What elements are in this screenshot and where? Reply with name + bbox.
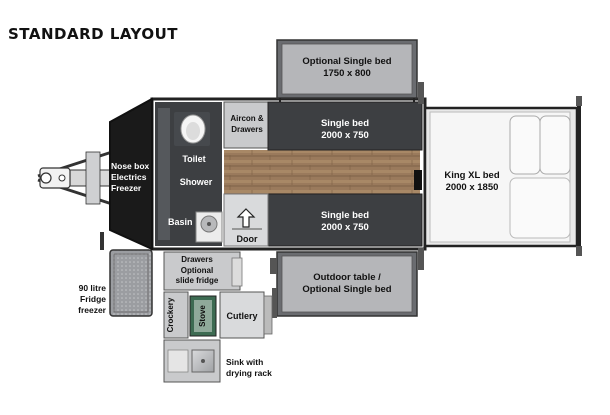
- drawers-line1: Drawers: [181, 255, 213, 264]
- single-bed-1-label: Single bed 2000 x 750: [268, 118, 422, 142]
- sink-line2: drying rack: [226, 368, 272, 378]
- toilet-label: Toilet: [182, 154, 206, 164]
- outdoor-table-line2: Optional Single bed: [302, 284, 392, 295]
- optional-bed-top-name: Optional Single bed: [302, 56, 392, 67]
- nose-box-line1: Nose box: [111, 161, 150, 171]
- fridge-line3: freezer: [78, 305, 106, 315]
- drawers-line3: slide fridge: [175, 276, 219, 285]
- fridge-line2: Fridge: [80, 294, 106, 304]
- arrow-up-icon: [236, 208, 256, 228]
- shower-label: Shower: [179, 177, 213, 187]
- aircon-label-line1: Aircon &: [230, 114, 264, 123]
- aircon-label-line2: Drawers: [231, 125, 263, 134]
- stove-label: Stove: [198, 305, 207, 327]
- door-label: Door: [236, 234, 258, 244]
- fridge-line1: 90 litre: [78, 283, 106, 293]
- optional-bed-top-label: Optional Single bed 1750 x 800: [282, 56, 412, 80]
- nose-box-line3: Freezer: [111, 183, 142, 193]
- single-bed-1-name: Single bed: [320, 118, 370, 129]
- basin-label: Basin: [168, 217, 193, 227]
- single-bed-2-name: Single bed: [320, 210, 370, 221]
- cutlery-label: Cutlery: [226, 311, 258, 321]
- crockery-label: Crockery: [166, 297, 175, 333]
- drawbar: [37, 150, 113, 250]
- single-bed-2-label: Single bed 2000 x 750: [268, 210, 422, 234]
- king-bed-name: King XL bed: [444, 170, 500, 181]
- sink-line1: Sink with: [226, 357, 264, 367]
- aircon-drawers-label: Aircon & Drawers: [224, 113, 270, 135]
- king-bed-size: 2000 x 1850: [445, 182, 499, 193]
- optional-bed-top-size: 1750 x 800: [323, 68, 371, 79]
- outdoor-table-label: Outdoor table / Optional Single bed: [282, 272, 412, 296]
- king-bed-label: King XL bed 2000 x 1850: [432, 170, 512, 194]
- sink-label: Sink with drying rack: [226, 357, 296, 379]
- single-bed-1-size: 2000 x 750: [321, 130, 369, 141]
- drawers-label: Drawers Optional slide fridge: [164, 255, 230, 287]
- single-bed-2-size: 2000 x 750: [321, 222, 369, 233]
- drawers-line2: Optional: [180, 265, 214, 275]
- diagram-title: STANDARD LAYOUT: [8, 25, 179, 43]
- fridge-label: 90 litre Fridge freezer: [60, 283, 106, 316]
- nose-box-line2: Electrics: [111, 172, 147, 182]
- outdoor-table-line1: Outdoor table /: [313, 272, 381, 283]
- nose-box-label: Nose box Electrics Freezer: [111, 161, 151, 194]
